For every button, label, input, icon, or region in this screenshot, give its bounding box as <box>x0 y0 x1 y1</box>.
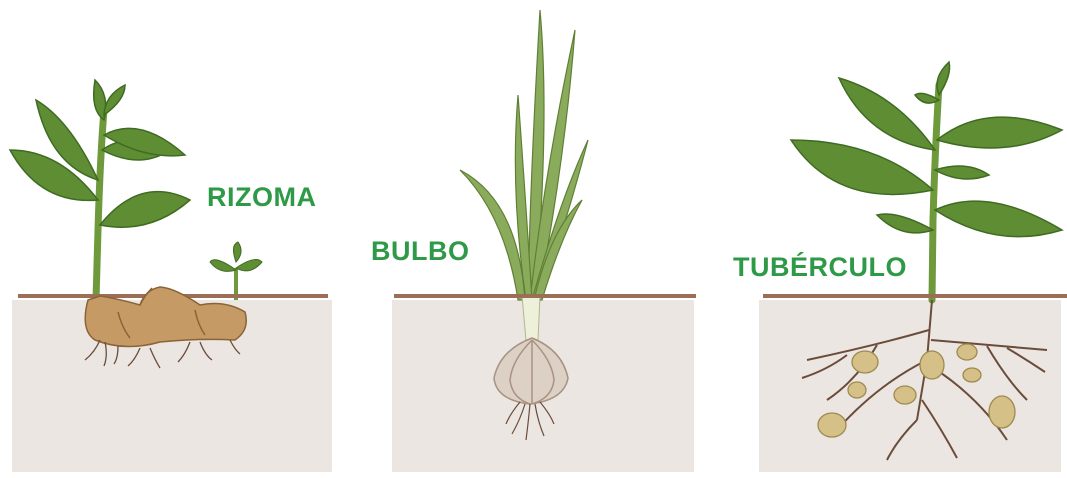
panel-tuberculo: TUBÉRCULO <box>727 0 1067 478</box>
rhizome-plant-illustration <box>0 0 340 478</box>
label-tuberculo: TUBÉRCULO <box>733 252 907 283</box>
label-bulbo: BULBO <box>371 236 470 267</box>
tuber-plant-illustration <box>727 0 1067 478</box>
leaves <box>460 10 588 300</box>
main-stem <box>932 85 939 300</box>
leaves <box>791 62 1062 237</box>
sprout-leaves <box>210 242 262 271</box>
label-rizoma: RIZOMA <box>207 182 316 213</box>
panel-bulbo: BULBO <box>360 0 700 478</box>
soil-block <box>759 300 1061 472</box>
main-stem <box>96 110 104 300</box>
panel-rizoma: RIZOMA <box>0 0 340 478</box>
